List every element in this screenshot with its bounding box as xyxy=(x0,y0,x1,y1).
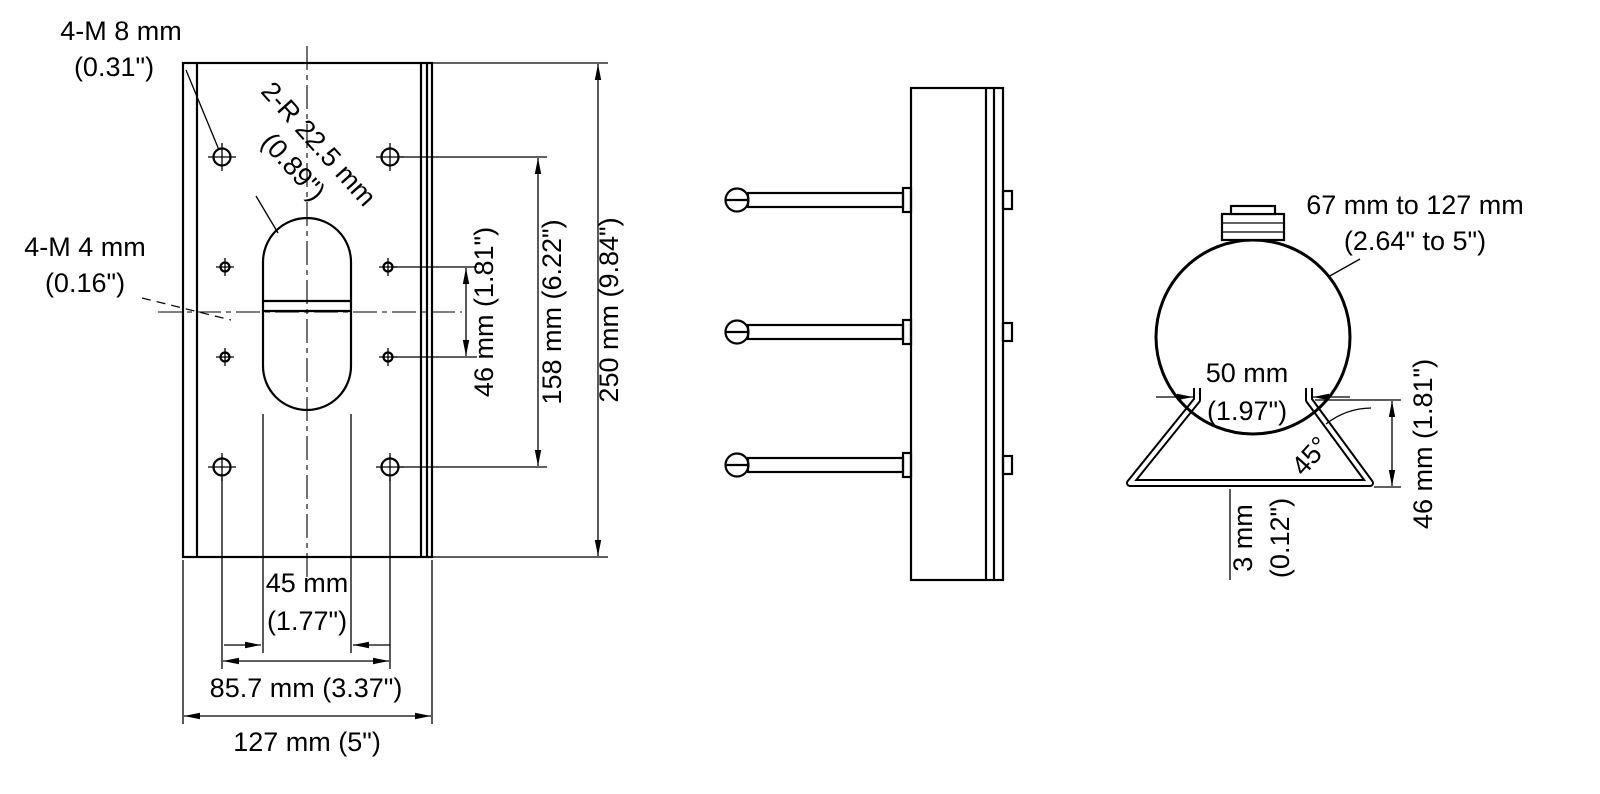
side-view xyxy=(724,86,1014,582)
dimension-85-7: 85.7 mm (3.37") xyxy=(210,478,403,703)
leader-pole-range xyxy=(1327,258,1361,278)
label-pole-range-line1: 67 mm to 127 mm xyxy=(1306,190,1524,220)
front-view: 4-M 8 mm (0.31") 2-R 22.5 mm (0.89") 4-M… xyxy=(24,16,624,757)
v-strap xyxy=(1126,388,1374,487)
clamp-bolt xyxy=(724,186,1014,214)
dimension-50: 50 mm (1.97") xyxy=(1156,358,1350,426)
dim-158-label: 158 mm (6.22") xyxy=(537,219,567,404)
dim-3-line2: (0.12") xyxy=(1265,498,1295,578)
label-m4-line1: 4-M 4 mm xyxy=(24,232,146,262)
dimension-158: 158 mm (6.22") xyxy=(399,156,567,468)
callout-slot-radius: 2-R 22.5 mm (0.89") xyxy=(255,76,382,212)
dim-50-line1: 50 mm xyxy=(1206,358,1289,388)
dimension-127: 127 mm (5") xyxy=(182,560,433,757)
dim-46-label: 46 mm (1.81") xyxy=(469,227,499,397)
dimension-46: 46 mm (1.81") xyxy=(394,227,499,397)
leader-m8 xyxy=(185,69,220,151)
center-lines xyxy=(158,46,462,580)
callout-pole-range: 67 mm to 127 mm (2.64" to 5") xyxy=(1306,190,1524,278)
clamp-bolt xyxy=(724,318,1014,346)
callout-m8: 4-M 8 mm (0.31") xyxy=(60,16,220,151)
label-m4-line2: (0.16") xyxy=(45,268,125,298)
clamp-screw-housing xyxy=(1220,204,1286,242)
dimension-thickness-3: 3 mm (0.12") xyxy=(1228,489,1295,580)
side-plate xyxy=(909,86,1005,582)
mounting-hole-m8 xyxy=(208,453,236,481)
leader-slot-radius xyxy=(255,195,279,234)
dimension-250: 250 mm (9.84") xyxy=(433,62,624,558)
leader-m4 xyxy=(141,297,232,321)
angle-45-label: 45° xyxy=(1285,431,1335,481)
dim-250-label: 250 mm (9.84") xyxy=(594,217,624,402)
dim-50-line2: (1.97") xyxy=(1207,396,1287,426)
mounting-hole-m8 xyxy=(208,143,236,171)
mounting-hole-m4 xyxy=(379,258,397,276)
callout-m4: 4-M 4 mm (0.16") xyxy=(24,232,232,321)
mounting-hole-m4 xyxy=(216,348,234,366)
dim-45-line2: (1.77") xyxy=(267,606,347,636)
dimension-46-depth: 46 mm (1.81") xyxy=(1315,359,1438,529)
mounting-hole-m4 xyxy=(216,258,234,276)
dimension-45: 45 mm (1.77") xyxy=(224,414,390,653)
clamp-bolt xyxy=(724,451,1014,479)
center-slot xyxy=(261,216,353,412)
dim-45-line1: 45 mm xyxy=(266,568,349,598)
dim-46-depth-label: 46 mm (1.81") xyxy=(1408,359,1438,529)
label-m8-line2: (0.31") xyxy=(74,52,154,82)
dim-3-line1: 3 mm xyxy=(1228,504,1258,572)
clamp-view: 67 mm to 127 mm (2.64" to 5") 50 mm (1.9… xyxy=(1126,190,1524,580)
label-pole-range-line2: (2.64" to 5") xyxy=(1344,226,1486,256)
dim-127-label: 127 mm (5") xyxy=(233,727,381,757)
label-m8-line1: 4-M 8 mm xyxy=(60,16,182,46)
dim-85-7-label: 85.7 mm (3.37") xyxy=(210,673,403,703)
